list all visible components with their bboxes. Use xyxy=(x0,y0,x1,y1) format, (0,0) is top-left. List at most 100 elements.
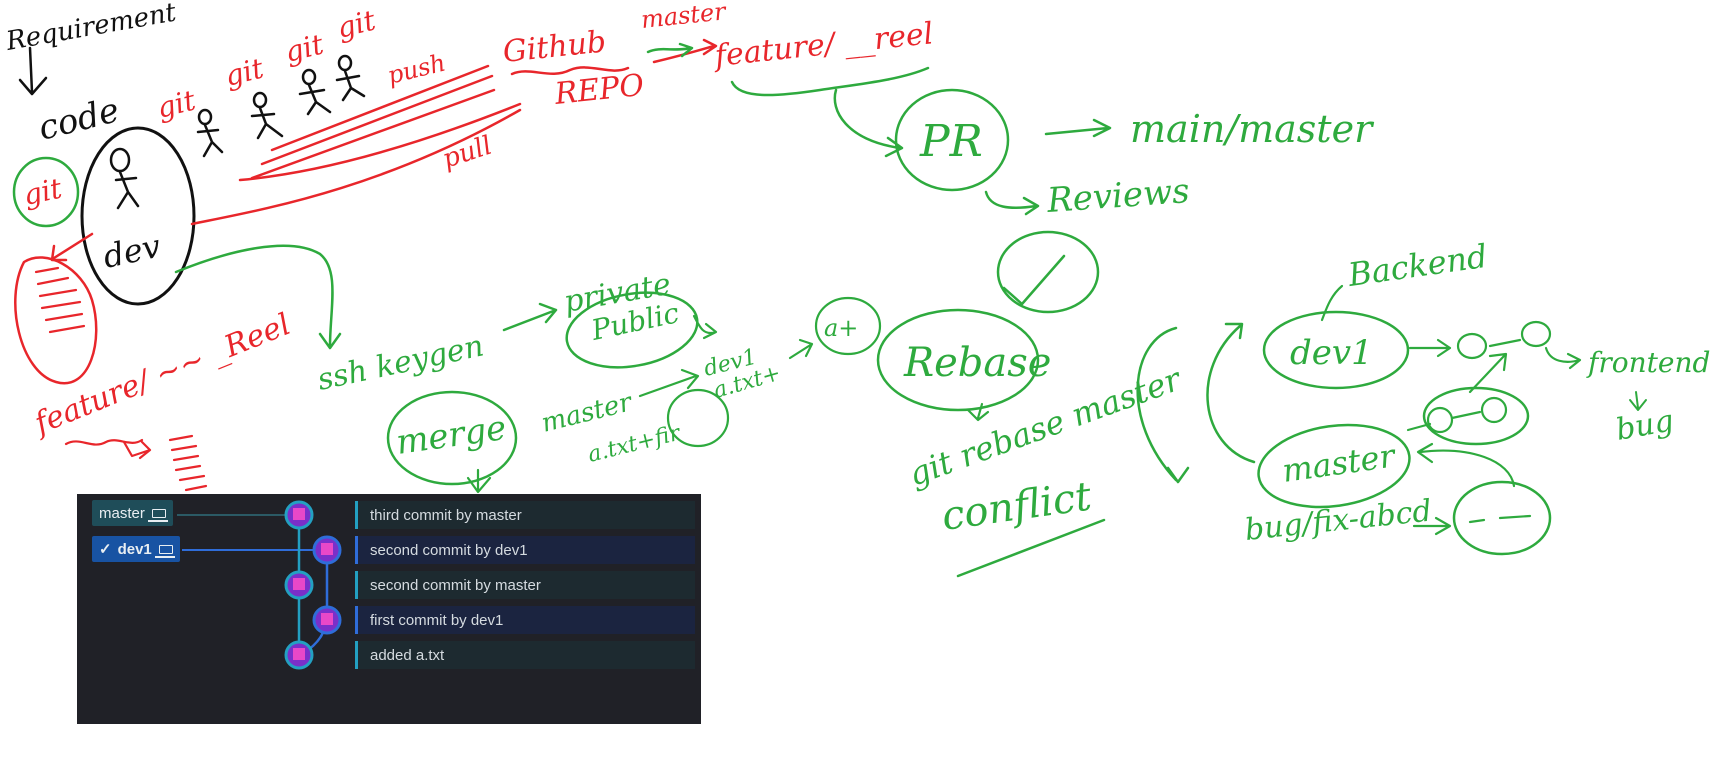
github-label: Github xyxy=(501,24,608,70)
public-circle xyxy=(565,291,699,369)
frontend-label: frontend xyxy=(1586,346,1710,379)
aplus-label: a+ xyxy=(824,314,858,342)
commit-node[interactable] xyxy=(284,500,314,530)
git-label-local: git xyxy=(21,171,66,211)
arrow-to-aplus xyxy=(788,338,814,360)
arrow-to-ssh xyxy=(174,244,342,350)
merge-circle xyxy=(386,390,518,486)
pr-label: PR xyxy=(919,116,983,167)
backend-label: Backend xyxy=(1345,237,1490,294)
arrow-dev-to-notes xyxy=(50,232,94,262)
arrow-bugfix-to-master xyxy=(1416,442,1516,488)
git-circle xyxy=(12,156,80,228)
feature-underline xyxy=(64,438,144,446)
arrow-to-private xyxy=(502,302,558,332)
repo-label: REPO xyxy=(552,68,645,112)
arrow-to-frontend xyxy=(1544,346,1582,370)
ssh-keygen-label: ssh keygen xyxy=(314,328,486,397)
rebase-label: Rebase xyxy=(903,340,1051,386)
loop-arrow-left xyxy=(1136,326,1190,484)
branch-tag-master[interactable]: master xyxy=(92,500,173,526)
developer-stick-figure xyxy=(109,147,140,210)
arrow-to-feature xyxy=(652,38,718,64)
public-arrow xyxy=(692,314,718,340)
branch-stripe xyxy=(355,641,358,669)
commit-message: second commit by master xyxy=(370,576,541,594)
git-graph-lanes xyxy=(177,500,342,670)
feature-reel-remote-label: feature/ __reel xyxy=(711,16,935,74)
master-local-label: master xyxy=(538,387,636,439)
git-label-1: git xyxy=(154,83,200,124)
atxt-fir-circle xyxy=(666,388,730,448)
merge-label: merge xyxy=(394,408,509,463)
dev1-lane xyxy=(302,550,329,656)
bug-label: bug xyxy=(1613,403,1676,447)
commit-row[interactable]: second commit by dev1 xyxy=(355,536,695,564)
red-notes-ellipse xyxy=(14,256,98,385)
arrow-dev1-to-commit xyxy=(1408,338,1452,358)
dev1-commit-link xyxy=(1488,338,1522,348)
branch-stripe xyxy=(355,571,358,599)
conflict-underline xyxy=(956,518,1106,578)
dev-label: dev xyxy=(100,227,164,276)
master-branch-label: master xyxy=(1280,436,1399,490)
commit-node[interactable] xyxy=(284,570,314,600)
arrow-master-to-dev1 xyxy=(638,368,700,398)
commit-node[interactable] xyxy=(312,535,342,565)
loop-arrow-right xyxy=(1206,322,1256,464)
git-label-2: git xyxy=(222,51,268,92)
approval-check xyxy=(1002,254,1066,306)
arrow-to-reviews xyxy=(984,190,1040,216)
reviews-label: Reviews xyxy=(1045,171,1191,221)
dev1-commit-1 xyxy=(1456,332,1488,360)
branch-tag-dev1[interactable]: ✓ dev1 xyxy=(92,536,180,562)
master-remote-label: master xyxy=(640,0,729,34)
bugfix-commits xyxy=(1468,514,1532,524)
arrow-frontend-down xyxy=(1629,391,1647,411)
branch-stripe xyxy=(355,501,358,529)
master-commit-1 xyxy=(1426,406,1454,434)
commit-row[interactable]: second commit by master xyxy=(355,571,695,599)
master-commit-2 xyxy=(1480,396,1508,424)
git-graph-panel: master ✓ dev1 third commit by master sec… xyxy=(77,494,701,724)
down-arrow xyxy=(18,46,48,96)
developer-circle xyxy=(80,126,196,306)
arrow-rebase-down xyxy=(966,402,990,422)
arrow-to-lines xyxy=(122,440,152,460)
approval-circle xyxy=(996,230,1100,314)
checkmark-icon: ✓ xyxy=(99,541,112,558)
arrow-merge-down xyxy=(466,468,492,494)
push-label: push xyxy=(385,48,449,89)
branch-stripe xyxy=(355,536,358,564)
arrow-to-main xyxy=(1044,118,1112,138)
laptop-icon xyxy=(147,508,168,522)
master-commits xyxy=(1406,410,1482,432)
arrow-bugfix-to-circle xyxy=(1412,516,1452,536)
commit-row[interactable]: added a.txt xyxy=(355,641,695,669)
commit-row[interactable]: first commit by dev1 xyxy=(355,606,695,634)
commit-node[interactable] xyxy=(284,640,314,670)
branch-stripe xyxy=(355,606,358,634)
conflict-label: conflict xyxy=(939,473,1095,540)
laptop-icon xyxy=(154,544,175,558)
bugfix-branch-label: bug/fix-abcd xyxy=(1243,494,1433,548)
commit-message: second commit by dev1 xyxy=(370,541,528,559)
commit-row[interactable]: third commit by master xyxy=(355,501,695,529)
git-label-4: git xyxy=(334,3,380,44)
bugfix-circle xyxy=(1452,480,1552,556)
branch-tag-label: dev1 xyxy=(117,540,152,558)
master-circle xyxy=(1257,423,1411,509)
branch-tag-label: master xyxy=(99,504,145,522)
feature-brace xyxy=(730,66,930,97)
arrow-master-to-dev1-commit xyxy=(1468,352,1508,394)
main-master-label: main/master xyxy=(1130,107,1375,151)
pr-circle xyxy=(894,88,1010,192)
commit-message: added a.txt xyxy=(370,646,445,664)
dev1-circle xyxy=(1262,310,1410,390)
push-pull-lines xyxy=(190,64,522,226)
master-commits-circle xyxy=(1422,386,1530,446)
commit-node[interactable] xyxy=(312,605,342,635)
collaborator-figures xyxy=(196,54,366,158)
